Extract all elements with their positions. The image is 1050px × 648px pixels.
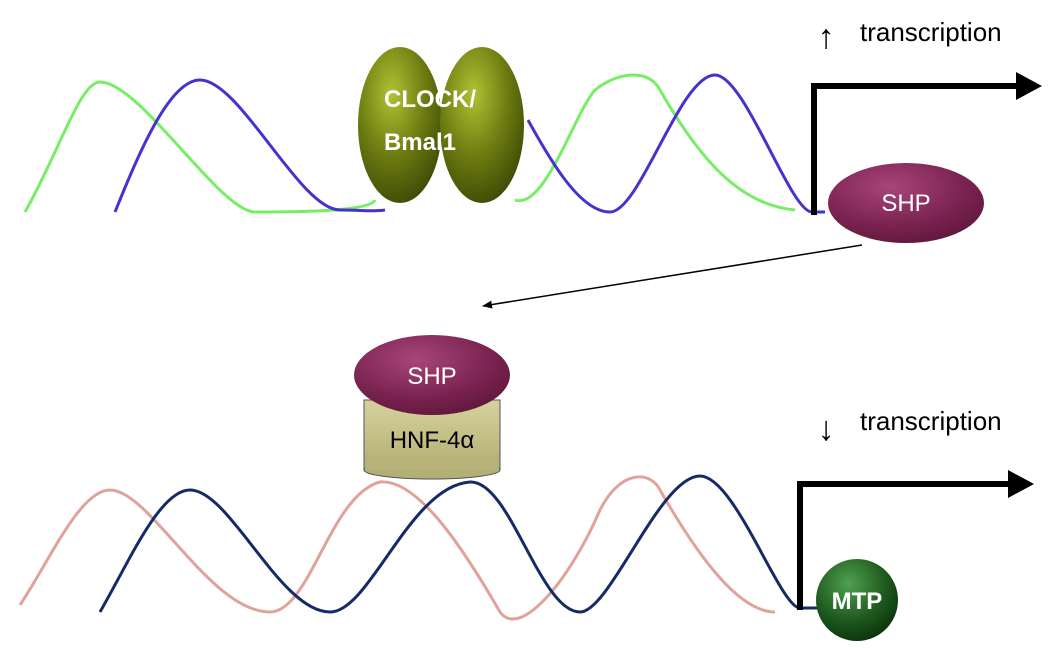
bottom-promoter-arrow bbox=[797, 481, 1012, 610]
top-promoter-arrowhead bbox=[1016, 72, 1042, 100]
bmal1-protein-oval bbox=[440, 47, 524, 203]
bottom-transcription-label: transcription bbox=[860, 406, 1002, 436]
mtp-label: MTP bbox=[832, 588, 883, 615]
top-shp-label: SHP bbox=[881, 190, 930, 217]
up-arrow-icon: ↑ bbox=[818, 18, 835, 56]
top-promoter-arrow bbox=[811, 83, 1020, 215]
down-arrow-icon: ↓ bbox=[818, 410, 835, 448]
top-dna-strand-green bbox=[23, 73, 796, 214]
shp-translocation-arrow bbox=[482, 244, 863, 309]
top-shp-oval bbox=[828, 163, 984, 243]
bottom-promoter-arrowhead bbox=[1008, 470, 1034, 498]
bottom-dna-strand-pink bbox=[18, 475, 776, 621]
complex-label-line1: CLOCK/ bbox=[384, 86, 476, 113]
hnf4a-cylinder-cover bbox=[365, 455, 499, 470]
bottom-shp-label: SHP bbox=[407, 363, 456, 390]
hnf4a-label: HNF-4α bbox=[390, 427, 475, 454]
bottom-dna-strand-navy bbox=[98, 474, 828, 614]
complex-label-line2: Bmal1 bbox=[384, 129, 456, 156]
mtp-sphere bbox=[816, 559, 898, 641]
bottom-shp-oval bbox=[354, 335, 510, 415]
clock-protein-oval bbox=[358, 47, 442, 203]
top-dna-strand-blue bbox=[113, 73, 825, 214]
top-transcription-label: transcription bbox=[860, 17, 1002, 47]
